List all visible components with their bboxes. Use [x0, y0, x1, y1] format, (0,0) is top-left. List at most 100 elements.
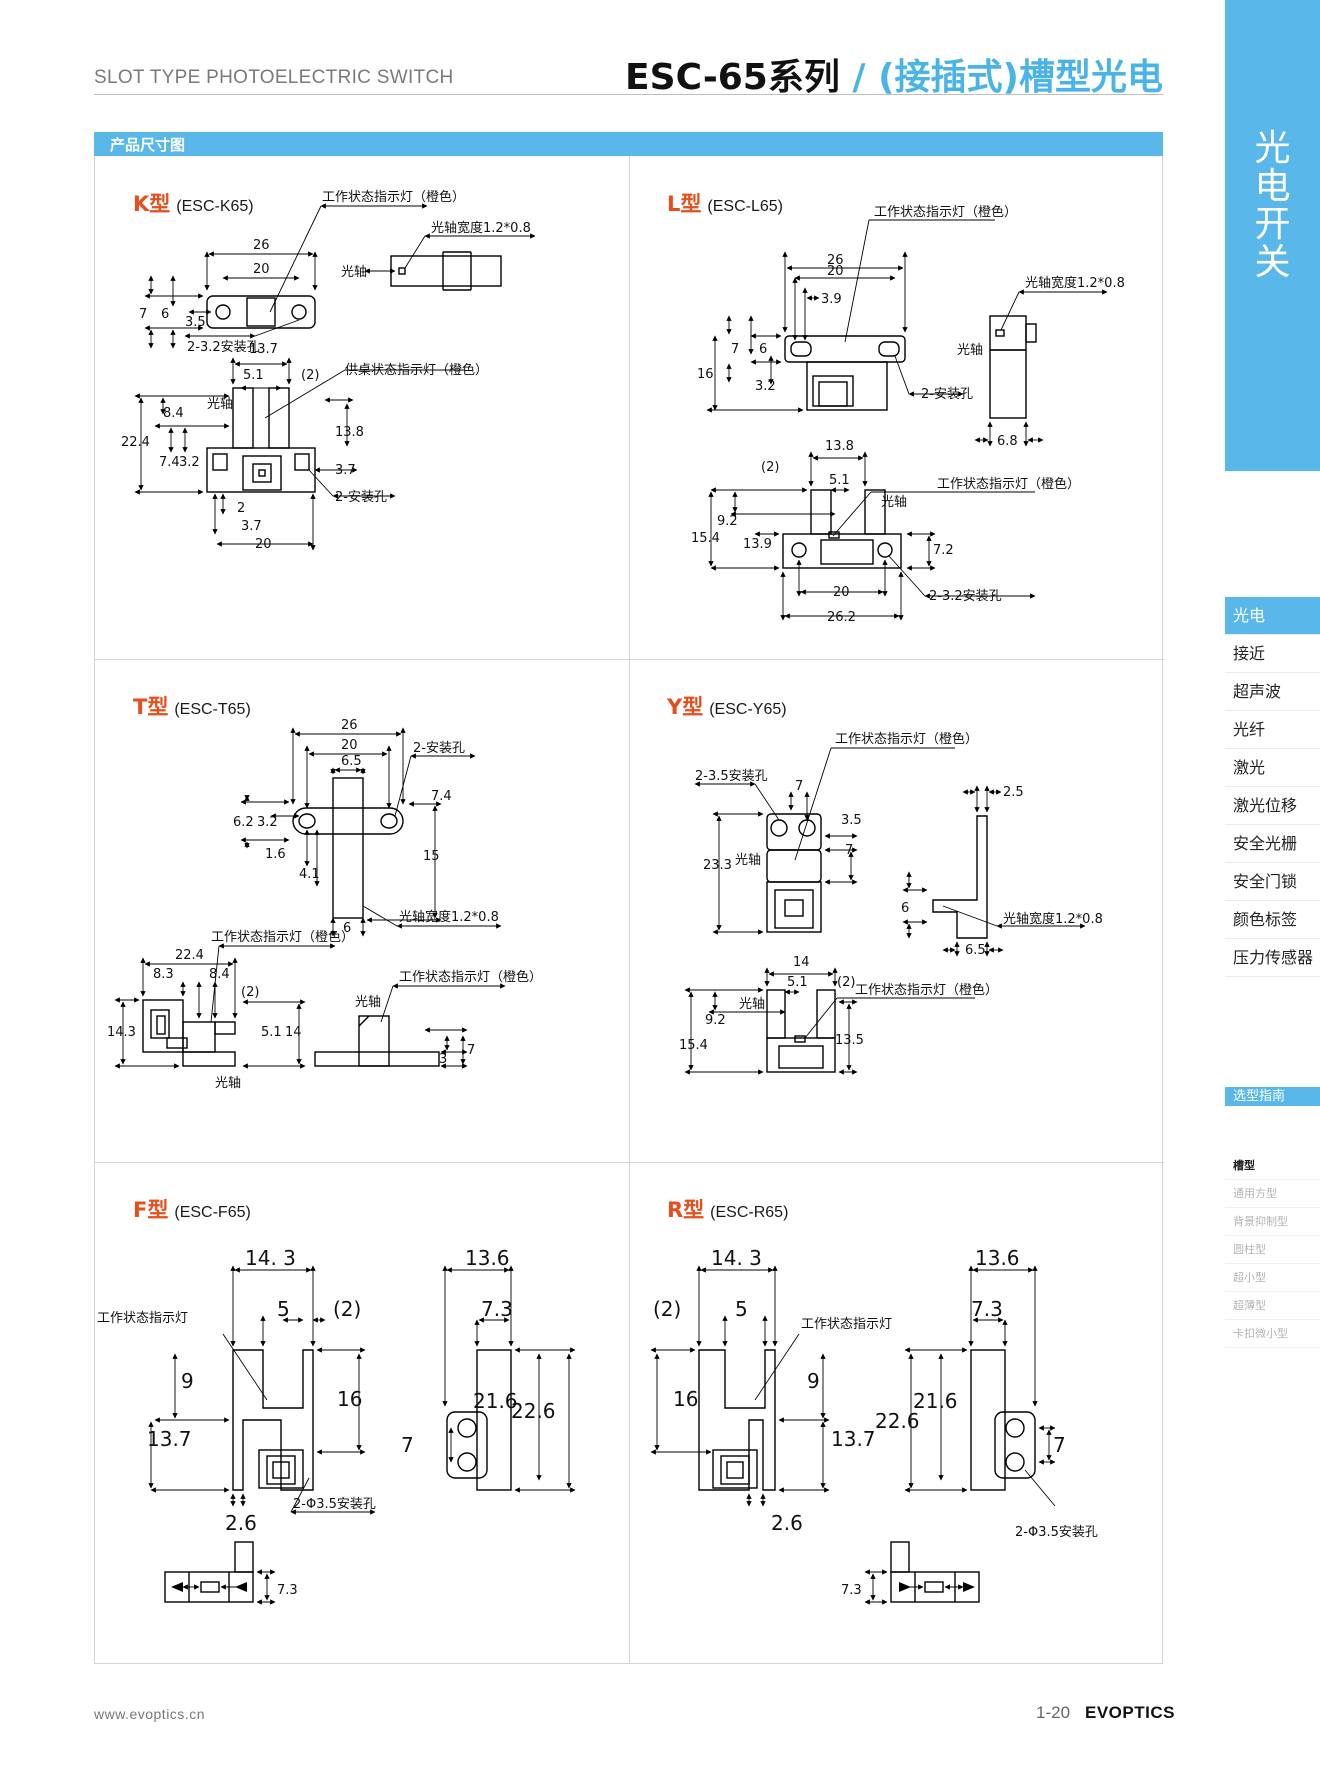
k-dim-p2: (2): [301, 368, 319, 383]
y-dim-233: 23.3: [703, 858, 732, 873]
l-dim-6: 6: [759, 342, 767, 357]
panel-type-f: F型: [133, 1198, 169, 1222]
y-dim-7: 7: [795, 779, 803, 794]
menu-item-fiber[interactable]: 光纤: [1225, 711, 1320, 749]
panel-type-t: T型: [133, 695, 169, 719]
r-side-flange: [994, 1411, 1036, 1479]
t-dim-62: 6.2: [233, 815, 254, 830]
selection-guide-tab[interactable]: 选型指南: [1225, 1087, 1320, 1106]
category-menu: 光电 接近 超声波 光纤 激光 激光位移 安全光栅 安全门锁 颜色标签 压力传感…: [1225, 597, 1320, 977]
y-dim-p2: (2): [837, 975, 855, 990]
panel-title-f: F型 (ESC-F65): [133, 1194, 251, 1224]
y-bottom-base: [766, 1037, 836, 1073]
panel-model-f: (ESC-F65): [174, 1204, 251, 1221]
panel-type-r: R型: [667, 1198, 705, 1222]
guide-item-square[interactable]: 通用方型: [1225, 1180, 1320, 1208]
f-side-body: [476, 1349, 512, 1491]
l-dim-p2: (2): [761, 460, 779, 475]
t-dim-32: 3.2: [257, 815, 278, 830]
k-dim-37: 3.7: [335, 463, 356, 478]
y-dim-92: 9.2: [705, 1013, 726, 1028]
k-dim-20b: 20: [255, 537, 272, 552]
f-dim-5: 5: [277, 1297, 290, 1321]
f-label-holes: 2-Φ3.5安装孔: [293, 1497, 376, 1512]
l-label-holes: 2-安装孔: [921, 387, 973, 402]
panel-title-l: L型(ESC-L65): [667, 188, 783, 218]
r-dim-137: 13.7: [831, 1427, 876, 1451]
menu-item-safety-lock[interactable]: 安全门锁: [1225, 863, 1320, 901]
menu-item-laser-displacement[interactable]: 激光位移: [1225, 787, 1320, 825]
y-label-axis2: 光轴: [739, 997, 765, 1012]
footer-url[interactable]: www.evoptics.cn: [94, 1706, 205, 1722]
guide-item-thin[interactable]: 超薄型: [1225, 1292, 1320, 1320]
page-header: SLOT TYPE PHOTOELECTRIC SWITCH ESC-65系列 …: [0, 0, 1225, 100]
f-dim-73b: 7.3: [277, 1583, 298, 1598]
page-number: 1-20: [1036, 1703, 1071, 1722]
guide-item-slot[interactable]: 槽型: [1225, 1152, 1320, 1180]
menu-item-color-label[interactable]: 颜色标签: [1225, 901, 1320, 939]
r-side-body: [970, 1349, 1006, 1491]
f-bottom-base: [164, 1571, 254, 1603]
menu-item-laser[interactable]: 激光: [1225, 749, 1320, 787]
y-dim-14: 14: [793, 955, 810, 970]
t-top-axis-block: [332, 777, 364, 919]
f-label-led: 工作状态指示灯: [97, 1311, 188, 1326]
panel-type-l: L型: [667, 192, 702, 216]
t-dim-7: 7: [467, 1043, 475, 1058]
k-dim-35: 3.5: [185, 315, 206, 330]
guide-item-cylinder[interactable]: 圆柱型: [1225, 1236, 1320, 1264]
category-band: 光电开关: [1225, 0, 1320, 471]
f-dim-7: 7: [401, 1433, 414, 1457]
l-side-body: [989, 349, 1027, 419]
panel-model-k: (ESC-K65): [176, 198, 254, 215]
panel-model-r: (ESC-R65): [710, 1204, 789, 1221]
menu-item-photoelectric[interactable]: 光电: [1225, 597, 1320, 635]
k-top-slot: [246, 297, 276, 327]
guide-item-clip[interactable]: 卡扣微小型: [1225, 1320, 1320, 1348]
t-dim-p2: (2): [241, 985, 259, 1000]
l-front-connector: [820, 539, 874, 565]
drawing-t: 26 20 6.5 2-安装孔 7.4 6.2 3.2 15 1.6 4.1 6…: [107, 718, 542, 1091]
t-dim-14: 14: [285, 1025, 302, 1040]
l-label-axis-width: 光轴宽度1.2*0.8: [1025, 275, 1125, 291]
grid-divider-row1: [95, 659, 1164, 660]
section-header: 产品尺寸图: [94, 132, 1163, 156]
panel-title-r: R型 (ESC-R65): [667, 1194, 788, 1224]
l-dim-154: 15.4: [691, 531, 720, 546]
menu-item-ultrasonic[interactable]: 超声波: [1225, 673, 1320, 711]
guide-item-mini[interactable]: 超小型: [1225, 1264, 1320, 1292]
k-dim-37b: 3.7: [241, 519, 262, 534]
l-dim-262: 26.2: [827, 610, 856, 625]
panel-title-y: Y型(ESC-Y65): [667, 691, 787, 721]
r-label-led: 工作状态指示灯: [801, 1317, 892, 1332]
y-dim-6: 6: [901, 901, 909, 916]
t-dim-6: 6: [343, 921, 351, 936]
f-side-flange: [446, 1411, 488, 1479]
menu-item-proximity[interactable]: 接近: [1225, 635, 1320, 673]
k-front-connector: [242, 455, 282, 491]
t-dim-74: 7.4: [431, 789, 452, 804]
k-dim-137: 13.7: [249, 342, 278, 357]
k-dim-224: 22.4: [121, 435, 150, 450]
l-dim-20b: 20: [833, 585, 850, 600]
category-band-char: 开: [1254, 204, 1291, 245]
menu-item-pressure[interactable]: 压力传感器: [1225, 939, 1320, 977]
l-dim-26: 26: [827, 253, 844, 268]
y-label-holes: 2-3.5安装孔: [695, 769, 768, 784]
k-label-holes2: 2-安装孔: [335, 490, 387, 505]
menu-item-safety-curtain[interactable]: 安全光栅: [1225, 825, 1320, 863]
l-label-axis2: 光轴: [881, 495, 907, 510]
drawing-y: 工作状态指示灯（橙色） 2-3.5安装孔 7 3.5 7 23.3 光轴 2.5…: [679, 731, 1103, 1075]
panel-title-t: T型(ESC-T65): [133, 691, 251, 721]
t-dim-84: 8.4: [209, 967, 230, 982]
l-dim-7: 7: [731, 342, 739, 357]
k-dim-2: 2: [237, 501, 245, 516]
t-top-body: [292, 807, 404, 835]
guide-item-bgs[interactable]: 背景抑制型: [1225, 1208, 1320, 1236]
grid-divider-vertical: [629, 156, 630, 1664]
k-top-hole-right: [291, 304, 307, 320]
brand-logo: EVOPTICS: [1085, 1703, 1175, 1722]
grid-divider-row2: [95, 1162, 1164, 1163]
header-subtitle: SLOT TYPE PHOTOELECTRIC SWITCH: [94, 67, 454, 88]
l-dim-32: 3.2: [755, 379, 776, 394]
